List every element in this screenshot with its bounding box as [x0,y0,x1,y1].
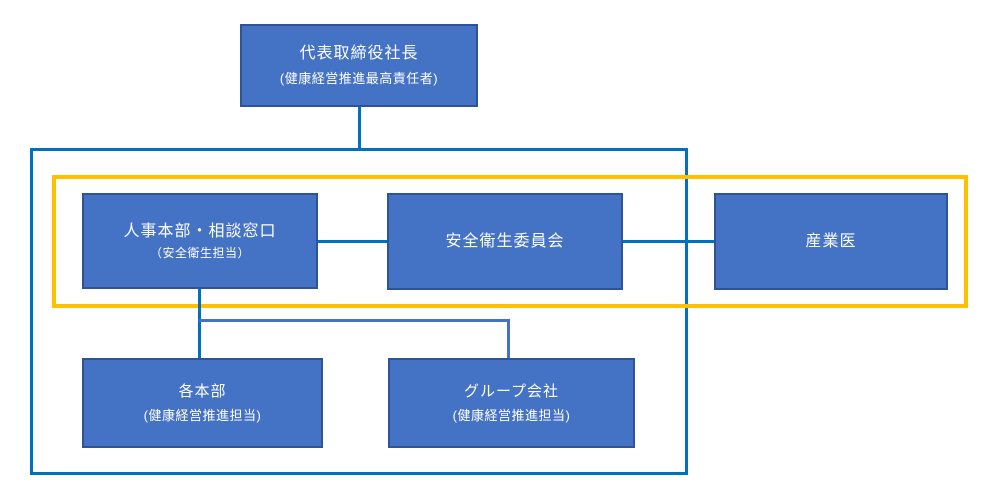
node-safety-committee-title: 安全衛生委員会 [445,232,565,250]
node-hr-title: 人事本部・相談窓口 [123,222,277,240]
node-ceo-title: 代表取締役社長 [299,45,419,63]
node-group-companies-title: グループ会社 [463,382,560,400]
node-hr-consultation: 人事本部・相談窓口 （安全衛生担当） [82,193,318,289]
node-group-companies-subtitle: (健康経営推進担当) [452,407,571,423]
node-divisions-subtitle: (健康経営推進担当) [143,407,262,423]
node-divisions: 各本部 (健康経営推進担当) [82,358,323,448]
node-ceo-subtitle: (健康経営推進最高責任者) [279,71,439,87]
connector-hr-to-divisions [198,288,201,359]
node-ceo: 代表取締役社長 (健康経営推進最高責任者) [240,24,478,107]
connector-hr-to-group-horizontal [199,319,510,322]
node-divisions-title: 各本部 [178,382,227,400]
node-safety-committee: 安全衛生委員会 [387,193,623,290]
connector-hr-to-committee [316,240,388,243]
node-occupational-physician-title: 産業医 [805,232,857,250]
node-group-companies: グループ会社 (健康経営推進担当) [388,358,635,448]
node-occupational-physician: 産業医 [714,193,948,290]
connector-committee-to-physician [621,240,715,243]
safety-health-highlight-frame [52,175,968,308]
connector-ceo-to-frame [358,106,361,150]
connector-hr-to-group-vertical [507,319,510,359]
node-hr-subtitle: （安全衛生担当） [149,246,250,261]
